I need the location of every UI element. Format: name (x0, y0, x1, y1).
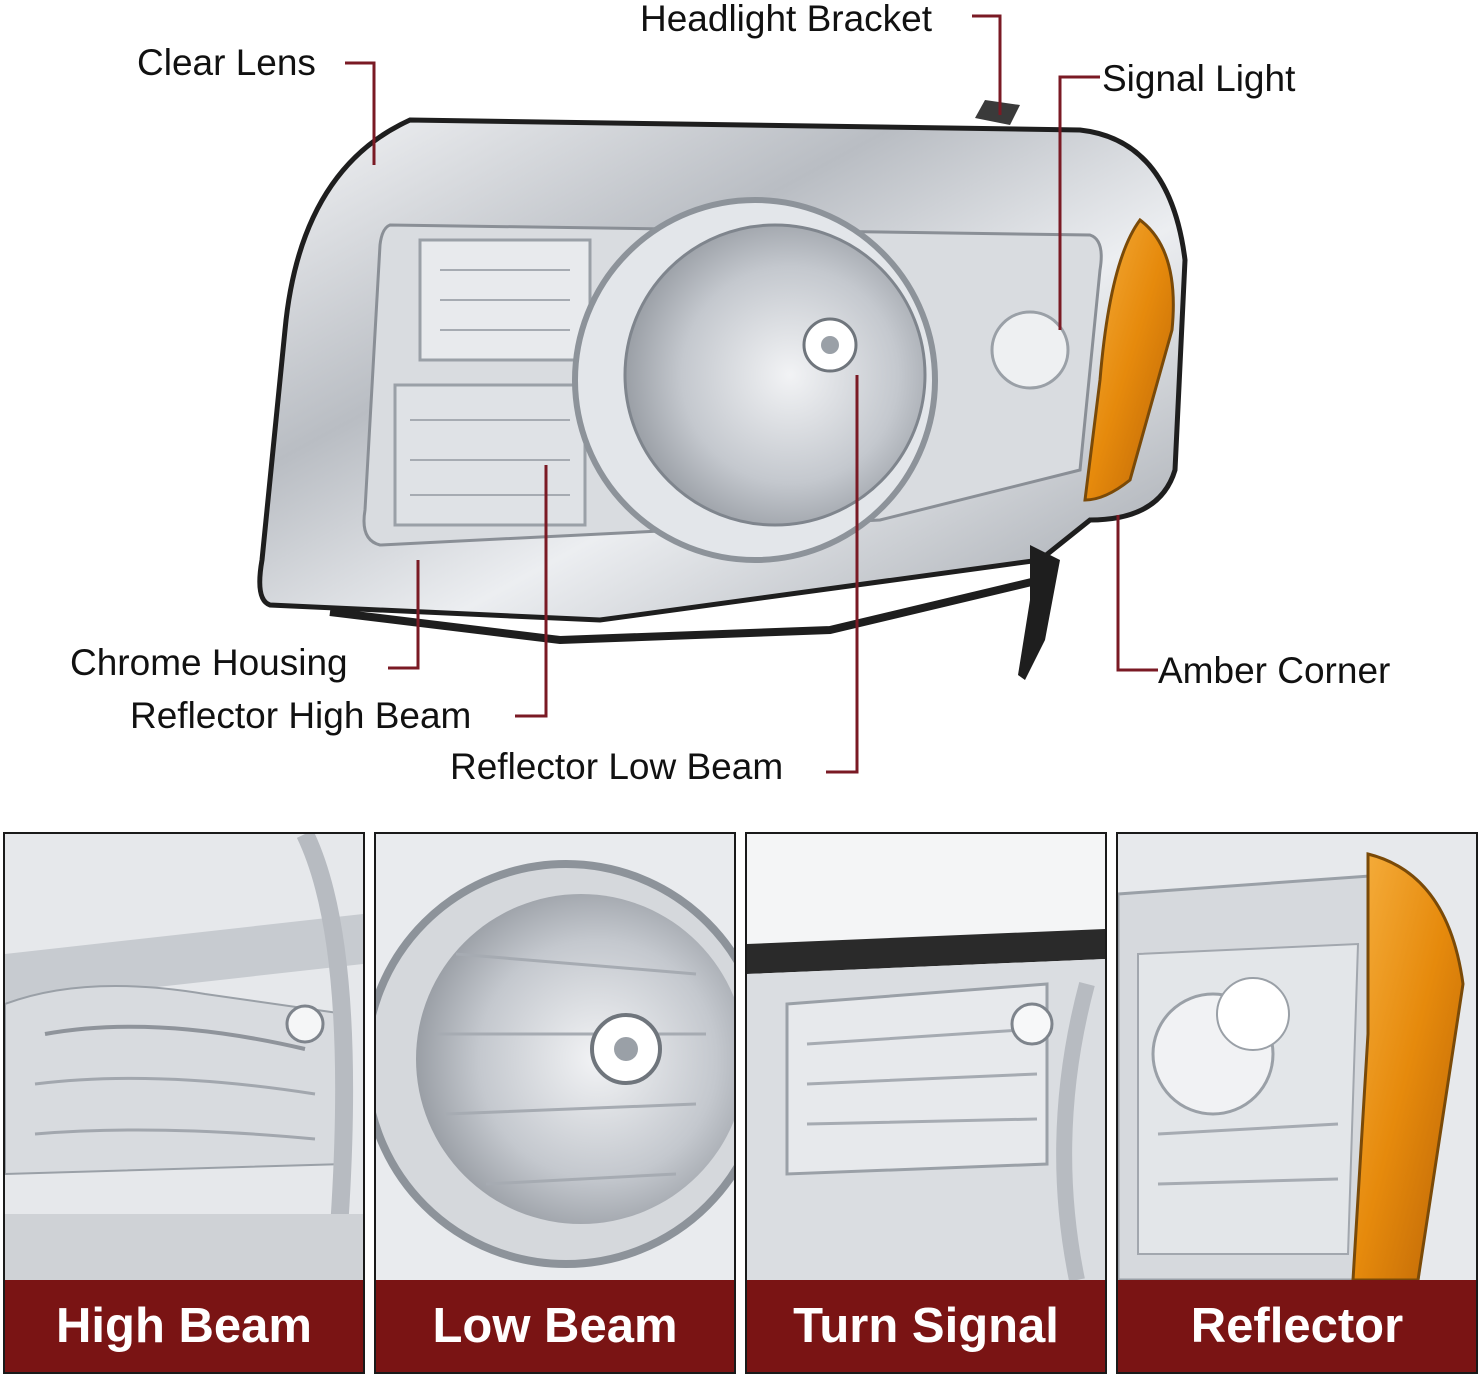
low-beam-closeup (376, 834, 734, 1280)
top-bracket (975, 100, 1020, 125)
label-reflector-high-beam: Reflector High Beam (130, 695, 472, 736)
panel-reflector: Reflector (1116, 832, 1478, 1374)
high-beam-block-bottom (393, 383, 587, 527)
headlight-diagram: Clear Lens Headlight Bracket Signal Ligh… (70, 0, 1391, 787)
leader-clear-lens (345, 61, 376, 165)
amber-corner-lens (1083, 217, 1175, 502)
leader-signal-light (1058, 75, 1100, 330)
bottom-trim (329, 576, 1041, 645)
panel-turn-signal: Turn Signal (745, 832, 1107, 1374)
label-clear-lens: Clear Lens (137, 42, 316, 83)
caption-low-beam: Low Beam (376, 1280, 734, 1372)
leader-chrome-housing (388, 560, 420, 670)
leader-amber-corner (1116, 515, 1158, 672)
caption-high-beam: High Beam (5, 1280, 363, 1372)
label-amber-corner: Amber Corner (1158, 650, 1391, 691)
reflector-closeup (1118, 834, 1476, 1280)
caption-reflector: Reflector (1118, 1280, 1476, 1372)
high-beam-closeup (5, 834, 363, 1280)
leader-headlight-bracket (972, 14, 1002, 115)
low-beam-bowl (623, 223, 927, 527)
panel-high-beam: High Beam (3, 832, 365, 1374)
leader-reflector-low-beam (826, 375, 859, 774)
detail-panels: High Beam Low Beam Turn Signal (0, 832, 1478, 1375)
turn-signal-closeup (747, 834, 1105, 1280)
caption-turn-signal: Turn Signal (747, 1280, 1105, 1372)
signal-bulb (990, 310, 1070, 390)
lower-bracket (1018, 545, 1060, 680)
headlight-illustration (257, 14, 1188, 774)
leader-reflector-high-beam (515, 465, 548, 718)
leader-lines (345, 14, 1158, 774)
label-chrome-housing: Chrome Housing (70, 642, 348, 683)
label-headlight-bracket: Headlight Bracket (640, 0, 933, 39)
label-signal-light: Signal Light (1102, 58, 1296, 99)
panel-low-beam: Low Beam (374, 832, 736, 1374)
label-reflector-low-beam: Reflector Low Beam (450, 746, 784, 787)
